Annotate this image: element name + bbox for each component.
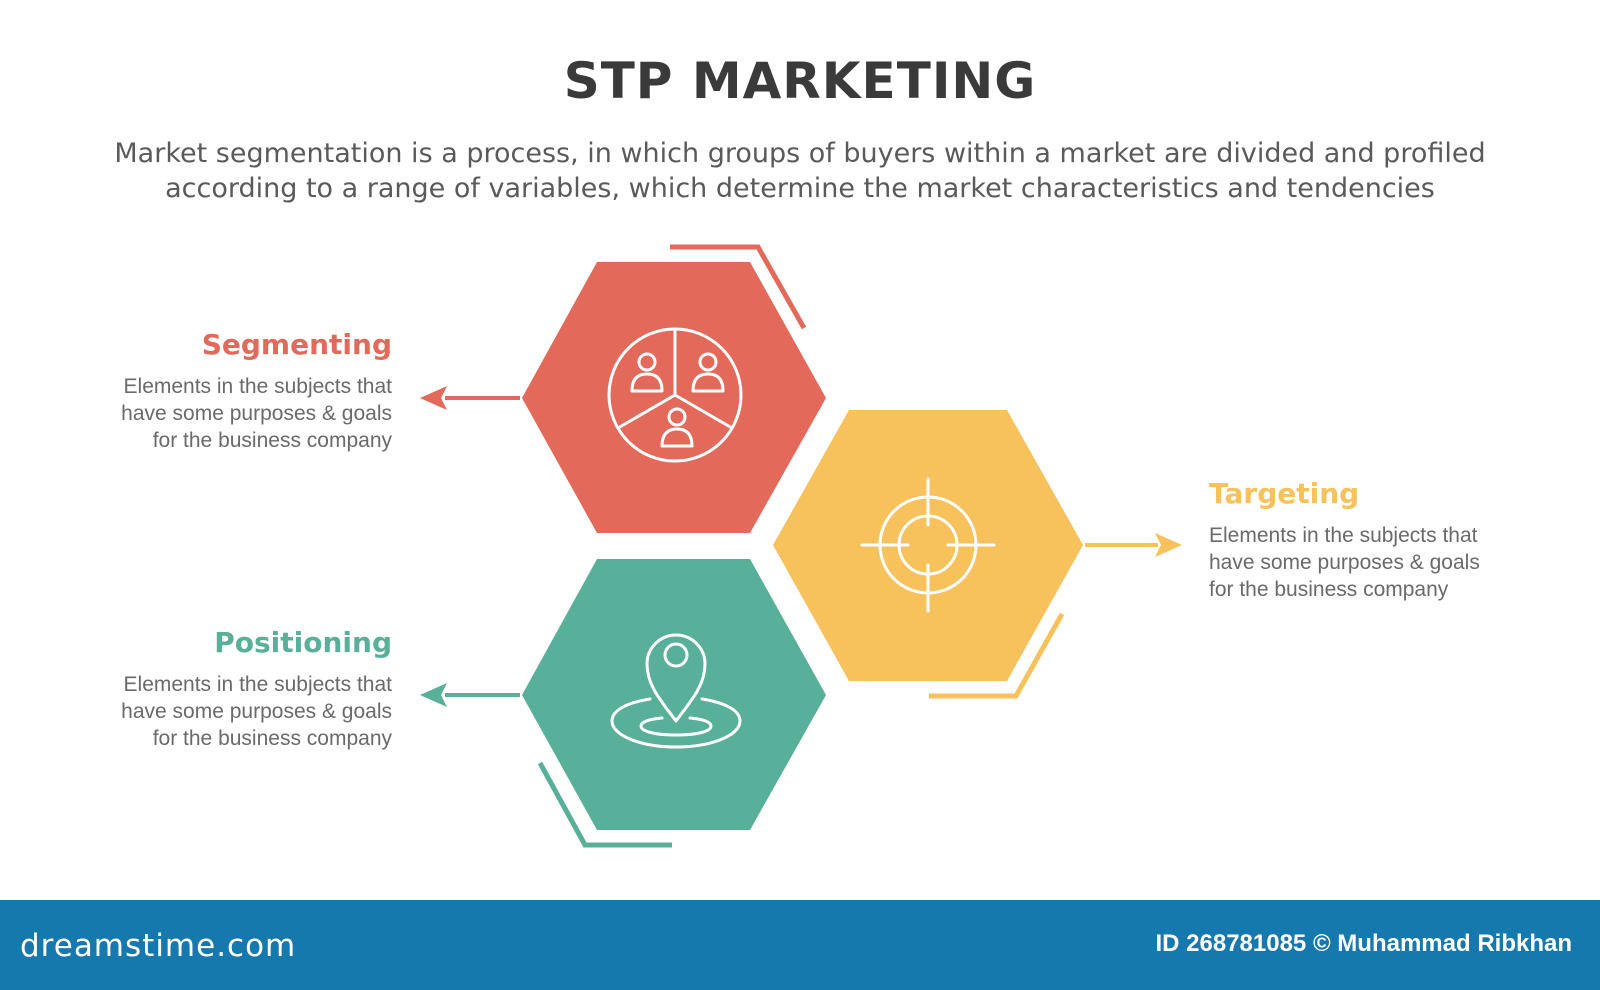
positioning-title: Positioning (214, 626, 392, 659)
targeting-description: Elements in the subjects that have some … (1209, 522, 1529, 603)
footer-id-credit: ID 268781085 © Muhammad Ribkhan (1155, 930, 1572, 957)
description-line: for the business company (1209, 578, 1449, 601)
segmenting-description: Elements in the subjects that have some … (72, 373, 392, 454)
pie-people-icon (607, 327, 743, 463)
description-line: Elements in the subjects that (123, 375, 392, 398)
positioning-label: Positioning Elements in the subjects tha… (72, 625, 392, 752)
segmenting-label: Segmenting Elements in the subjects that… (72, 327, 392, 454)
segmenting-hexagon (420, 244, 826, 533)
targeting-arrow-icon (1155, 533, 1182, 557)
footer-bar: dreamstime.com ID 268781085 © Muhammad R… (0, 900, 1600, 990)
description-line: for the business company (152, 727, 392, 750)
page-title: STP MARKETING (563, 52, 1037, 110)
targeting-hexagon (773, 410, 1182, 699)
footer-logo[interactable]: dreamstime.com (20, 928, 297, 964)
page-subtitle: Market segmentation is a process, in whi… (60, 136, 1540, 206)
description-line: for the business company (152, 429, 392, 452)
positioning-description: Elements in the subjects that have some … (72, 671, 392, 752)
description-line: have some purposes & goals (121, 402, 392, 425)
positioning-arrow-icon (420, 683, 447, 707)
location-pin-icon (610, 633, 742, 749)
description-line: have some purposes & goals (1209, 551, 1480, 574)
subtitle-line: according to a range of variables, which… (165, 173, 1435, 204)
subtitle-line: Market segmentation is a process, in whi… (114, 138, 1486, 169)
positioning-hexagon (420, 559, 826, 848)
description-line: Elements in the subjects that (1209, 524, 1478, 547)
segmenting-title: Segmenting (201, 328, 392, 361)
segmenting-arrow-icon (420, 386, 447, 410)
targeting-title: Targeting (1209, 477, 1360, 510)
targeting-label: Targeting Elements in the subjects that … (1209, 476, 1529, 603)
description-line: have some purposes & goals (121, 700, 392, 723)
description-line: Elements in the subjects that (123, 673, 392, 696)
crosshair-icon (860, 477, 996, 613)
